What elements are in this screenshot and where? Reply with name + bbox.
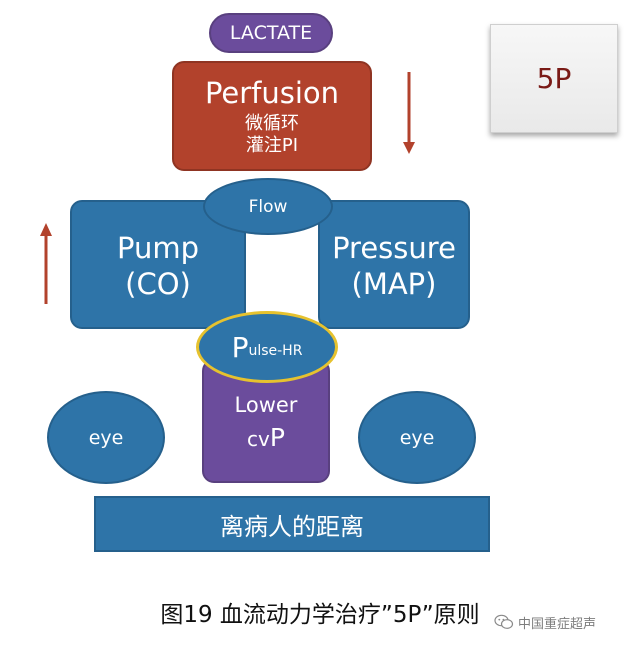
watermark: 中国重症超声 <box>494 610 634 634</box>
lactate-label: LACTATE <box>229 22 313 44</box>
pulse-p: P <box>231 330 249 364</box>
pressure-subtitle: (MAP) <box>351 267 437 301</box>
five-p-box: 5P <box>490 24 618 133</box>
pump-subtitle: (CO) <box>125 267 191 301</box>
wechat-icon <box>494 614 514 629</box>
cvp-cv: cv <box>247 427 270 451</box>
flow-ellipse: Flow <box>203 178 333 235</box>
lower-label: Lower <box>234 393 298 417</box>
down-arrow-icon <box>403 72 415 154</box>
distance-label: 离病人的距离 <box>220 512 364 541</box>
cvp-p: P <box>269 423 285 452</box>
pressure-title: Pressure <box>332 231 456 265</box>
flow-label: Flow <box>248 196 288 217</box>
lactate-pill: LACTATE <box>209 13 333 53</box>
perfusion-title: Perfusion <box>204 76 340 110</box>
up-arrow-icon <box>40 223 52 304</box>
pulse-hr: ulse-HR <box>248 343 303 359</box>
perfusion-line2: 灌注PI <box>245 135 299 156</box>
perfusion-box: Perfusion 微循环 灌注PI <box>172 61 372 171</box>
five-p-label: 5P <box>536 62 572 95</box>
distance-bar: 离病人的距离 <box>94 496 490 552</box>
eye-right-ellipse: eye <box>358 391 476 484</box>
eye-right-label: eye <box>399 426 435 449</box>
cvp-label: cvP <box>204 421 328 456</box>
eye-left-ellipse: eye <box>47 391 165 484</box>
perfusion-line1: 微循环 <box>245 113 299 134</box>
pump-title: Pump <box>116 231 199 265</box>
pressure-box: Pressure (MAP) <box>318 200 470 329</box>
figure-caption: 图19 血流动力学治疗”5P”原则 <box>160 602 480 628</box>
watermark-label: 中国重症超声 <box>518 616 597 632</box>
eye-left-label: eye <box>88 426 124 449</box>
